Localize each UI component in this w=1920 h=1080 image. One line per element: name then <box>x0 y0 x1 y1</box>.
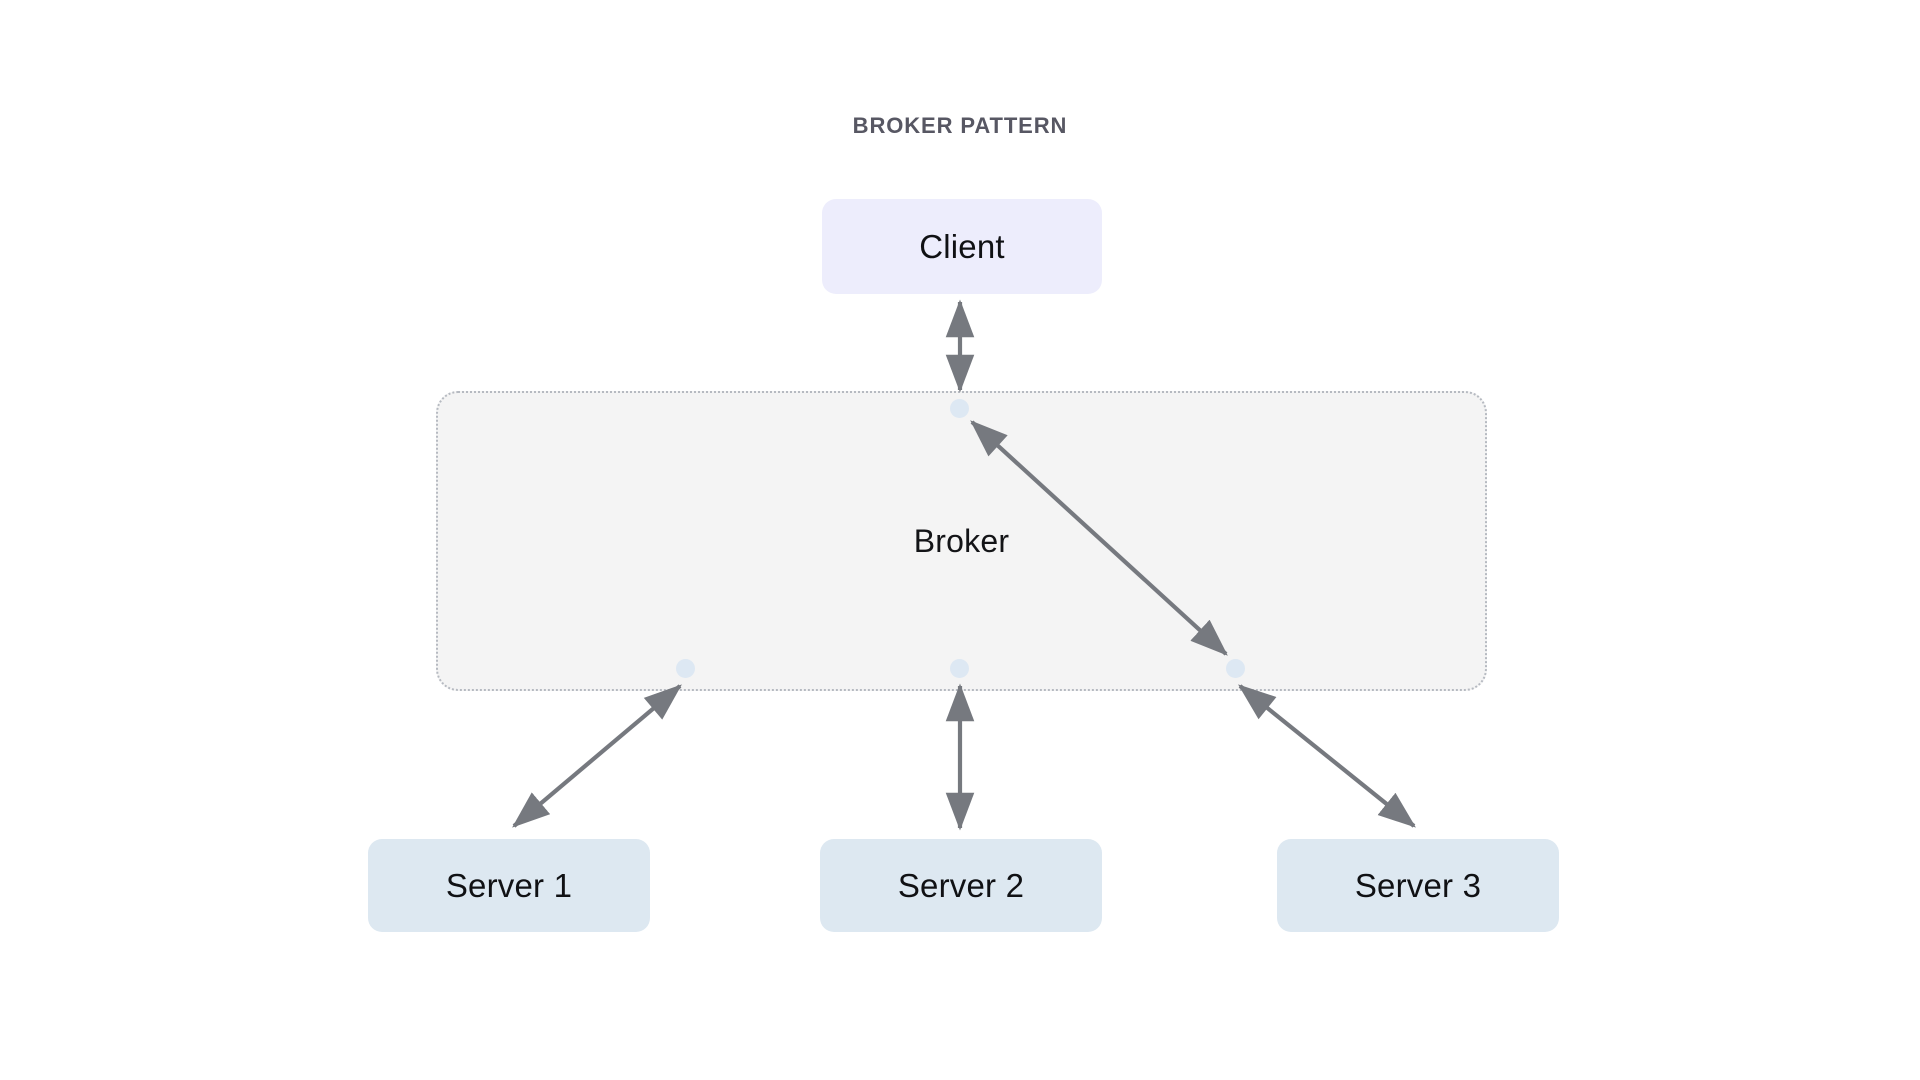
node-server-1[interactable]: Server 1 <box>368 839 650 932</box>
connector-broker-server-3 <box>1238 684 1416 828</box>
broker-port-client-dot[interactable] <box>950 399 969 418</box>
connector-broker-server-1 <box>512 684 682 828</box>
node-client[interactable]: Client <box>822 199 1102 294</box>
diagram-title: BROKER PATTERN <box>852 113 1068 138</box>
node-server-2[interactable]: Server 2 <box>820 839 1102 932</box>
broker-label: Broker <box>913 522 1010 559</box>
broker-port-server-2-dot[interactable] <box>950 659 969 678</box>
broker-port-server-3-dot[interactable] <box>1226 659 1245 678</box>
broker-port-server-1-dot[interactable] <box>676 659 695 678</box>
node-server-3[interactable]: Server 3 <box>1277 839 1559 932</box>
broker-container[interactable] <box>436 391 1487 691</box>
